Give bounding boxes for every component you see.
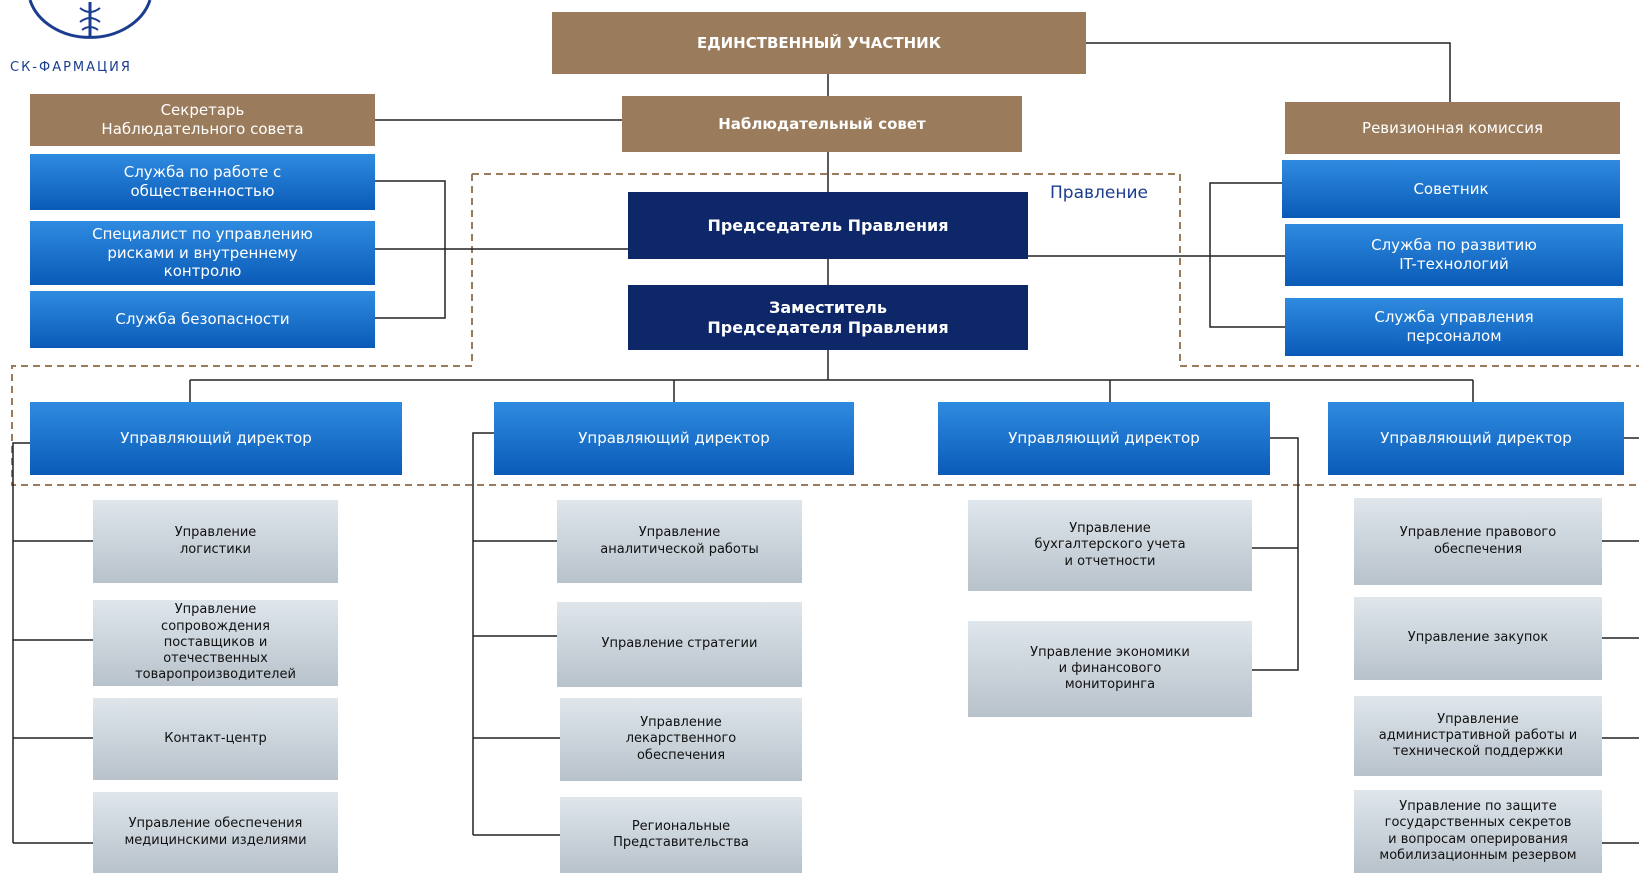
department-admin-box: Управление административной работы и тех… [1354,696,1602,776]
department-regional-offices-box: Региональные Представительства [560,797,802,873]
department-contact-center-box: Контакт-центр [93,698,338,780]
managing-director-2-box: Управляющий директор [494,402,854,475]
department-analytics-box: Управление аналитической работы [557,500,802,583]
managing-director-3-box: Управляющий директор [938,402,1270,475]
audit-commission-box: Ревизионная комиссия [1285,102,1620,154]
chairman-box: Председатель Правления [628,192,1028,259]
department-state-secrets-box: Управление по защите государственных сек… [1354,790,1602,873]
department-medical-devices-box: Управление обеспечения медицинскими изде… [93,792,338,873]
department-legal-box: Управление правового обеспечения [1354,498,1602,585]
pr-service-box: Служба по работе с общественностью [30,154,375,210]
supervisory-board-box: Наблюдательный совет [622,96,1022,152]
managing-director-1-box: Управляющий директор [30,402,402,475]
company-logo-text: СК-ФАРМАЦИЯ [10,60,132,75]
hr-service-box: Служба управления персоналом [1285,298,1623,356]
managing-director-4-box: Управляющий директор [1328,402,1624,475]
department-drug-supply-box: Управление лекарственного обеспечения [560,698,802,781]
sole-participant-box: ЕДИНСТВЕННЫЙ УЧАСТНИК [552,12,1086,74]
risk-specialist-box: Специалист по управлению рисками и внутр… [30,221,375,285]
department-strategy-box: Управление стратегии [557,602,802,687]
deputy-chairman-box: Заместитель Председателя Правления [628,285,1028,350]
department-logistics-box: Управление логистики [93,500,338,583]
department-accounting-box: Управление бухгалтерского учета и отчетн… [968,500,1252,591]
it-service-box: Служба по развитию IT-технологий [1285,224,1623,286]
secretary-box: Секретарь Наблюдательного совета [30,94,375,146]
board-frame-bottom [11,174,1639,486]
company-logo [28,0,152,39]
department-procurement-box: Управление закупок [1354,597,1602,680]
department-suppliers-box: Управление сопровождения поставщиков и о… [93,600,338,686]
department-economics-box: Управление экономики и финансового монит… [968,621,1252,717]
board-frame-top [472,173,1639,367]
security-service-box: Служба безопасности [30,291,375,348]
advisor-box: Советник [1282,160,1620,218]
management-board-label: Правление [1050,183,1148,203]
